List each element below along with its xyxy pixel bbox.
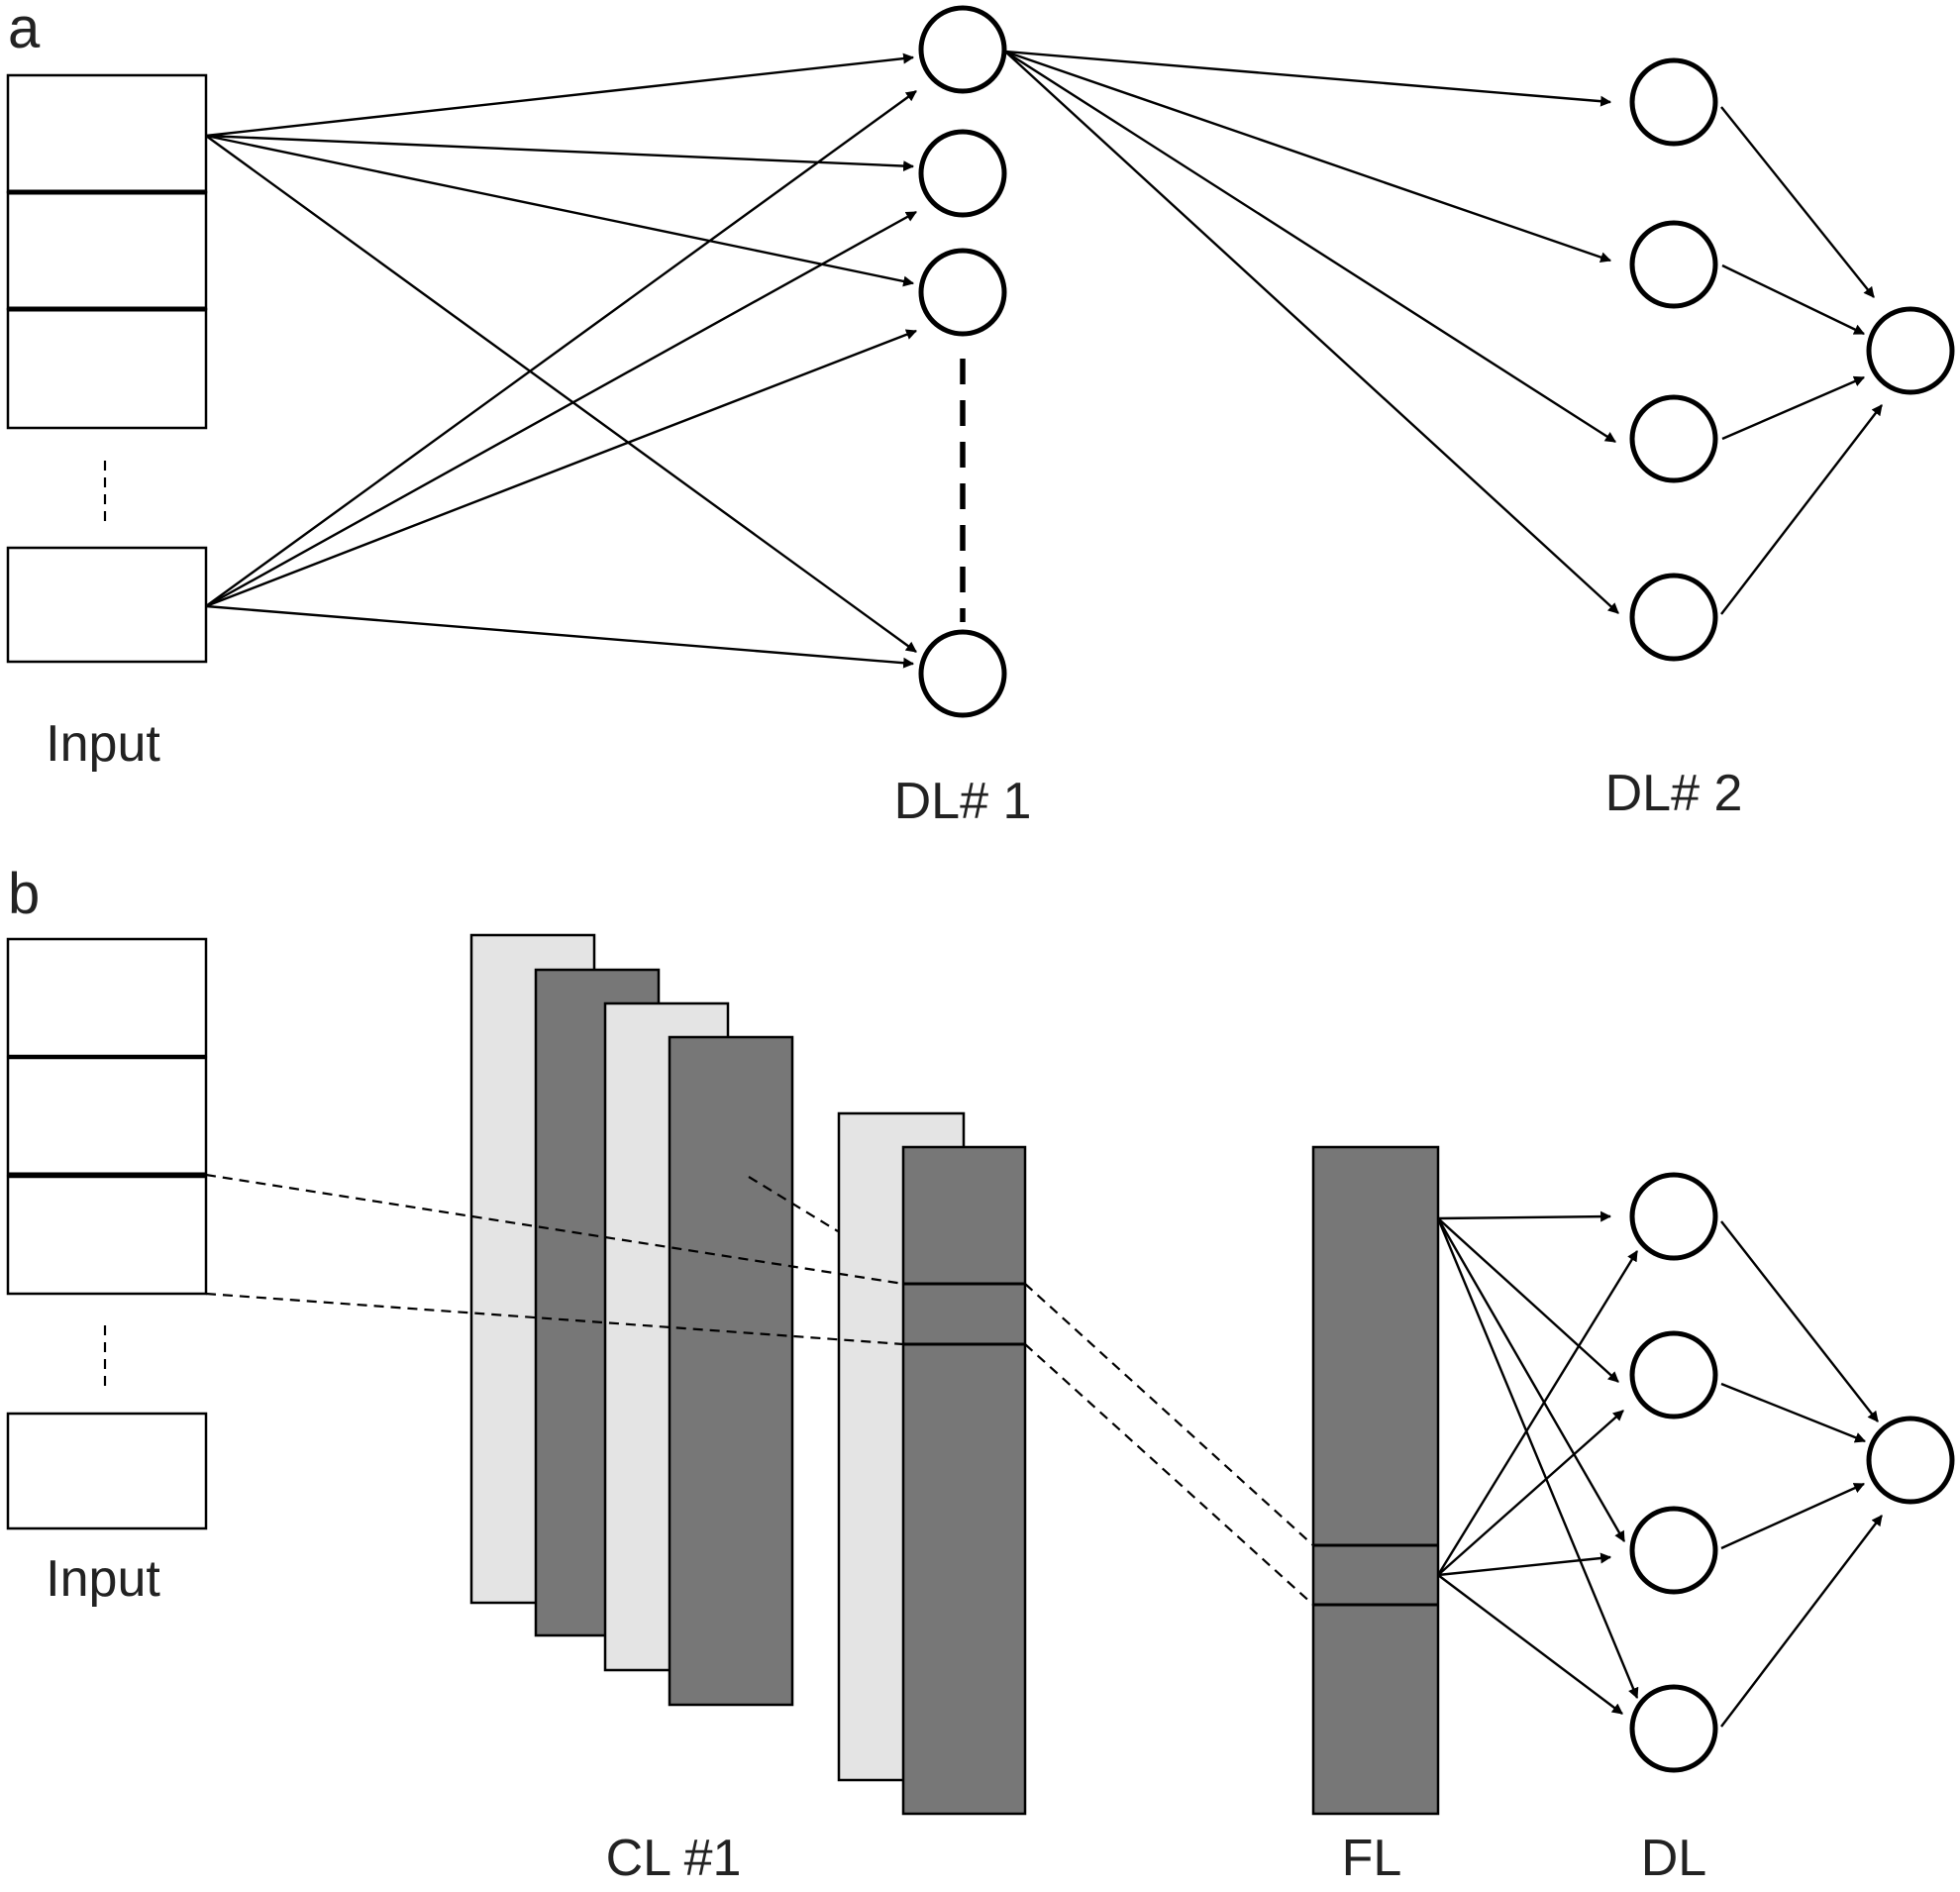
edge [1004,50,1616,444]
neuron [1629,1684,1718,1773]
edge [1721,375,1866,441]
neuron [918,129,1007,218]
panel-b-dense-nodes [1629,1172,1955,1773]
edge [1437,1217,1619,1383]
output-neuron [1866,306,1955,395]
feature-map-dark [901,1145,1027,1816]
flatten-dash [1024,1343,1314,1606]
panel-b: b Input CL #1 [6,862,1955,1887]
edge [205,90,917,607]
edge [205,134,915,172]
edge [1004,50,1612,107]
panel-a-label: a [8,0,41,60]
neuron [918,5,1007,94]
panel-a-dl1-nodes [918,5,1007,718]
edge [1437,1410,1624,1576]
edge [205,134,915,287]
edge [205,135,917,653]
edge [1004,51,1619,614]
neuron [918,248,1007,337]
edge [1437,1552,1612,1577]
edge [205,329,918,608]
input-cell-last [6,1412,208,1530]
edge [1720,1515,1883,1728]
edge [1720,106,1875,298]
panel-b-feature-maps [469,933,1027,1816]
neuron [1629,573,1718,662]
edge [1720,1482,1866,1550]
edge [1004,50,1612,263]
panel-b-edges [1436,1210,1883,1728]
panel-b-input-stack [6,937,208,1530]
neuron [1629,57,1718,147]
edge [1721,263,1865,336]
input-cell [6,190,208,311]
feature-map-dark [668,1035,794,1707]
input-cell [6,937,208,1058]
neuron [1629,1330,1718,1419]
panel-b-flatten-layer [1311,1145,1440,1816]
edge [1720,404,1883,615]
panel-a-dl1-label: DL# 1 [894,773,1032,830]
input-cell [6,73,208,194]
panel-b-flatten-label: FL [1342,1830,1402,1887]
edge [1437,1210,1612,1222]
input-cell-last [6,546,208,664]
edge [205,53,915,138]
panel-a-edges [205,50,1883,669]
neuron [1629,1172,1718,1261]
output-neuron [1866,1416,1955,1505]
edge [1720,1382,1867,1443]
neuron [1629,1506,1718,1595]
edge [205,210,917,608]
panel-b-conv-label: CL #1 [606,1830,742,1887]
edge [1436,1217,1639,1700]
flatten-layer [1311,1145,1440,1816]
panel-b-input-label: Input [46,1550,160,1608]
panel-a-dl2-label: DL# 2 [1605,765,1743,822]
panel-a: a Input [6,0,1955,830]
input-cell [6,1175,208,1296]
edge [205,604,915,669]
neuron [1629,394,1718,483]
panel-a-input-label: Input [46,715,160,773]
input-cell [6,307,208,430]
edge [1436,1217,1626,1542]
edge [1436,1250,1639,1576]
panel-b-label: b [8,862,40,926]
edge [1437,1574,1623,1715]
panel-a-input-stack [6,73,208,664]
neuron [918,629,1007,718]
neuron [1629,220,1718,309]
panel-b-receptive-field-dashes [205,1173,1314,1606]
feature-map-ellipsis-dash [748,1176,839,1232]
flatten-dash [1024,1283,1314,1546]
input-cell [6,1056,208,1177]
edge [1720,1220,1879,1422]
panel-a-dl2-nodes [1629,57,1955,662]
panel-b-dense-label: DL [1641,1830,1706,1887]
